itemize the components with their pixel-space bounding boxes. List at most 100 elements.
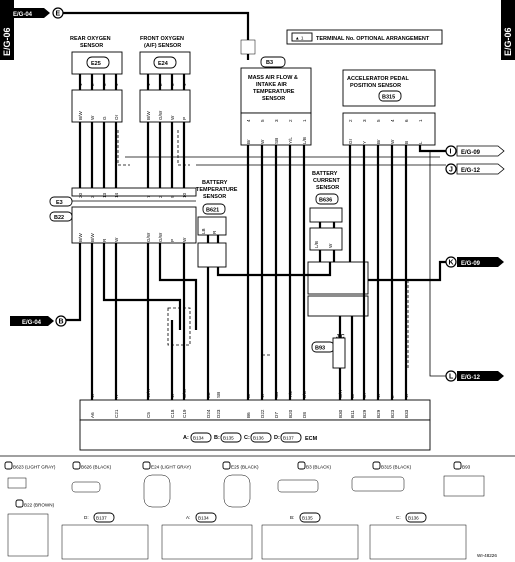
ecm-pin-color: W xyxy=(404,393,409,398)
front-o2-pin-color: G/W xyxy=(158,110,163,120)
front-o2-pin-num: 1 xyxy=(146,83,151,86)
mid-pin-num: 13 xyxy=(102,192,107,198)
wire xyxy=(102,243,182,330)
ecm-pin-term: C21 xyxy=(114,409,119,418)
ecm-pin-term: B29 xyxy=(362,409,367,418)
mid-pin-num: 14 xyxy=(114,192,119,198)
maf-pin-num: 2 xyxy=(288,119,293,122)
app-title-2: POSITION SENSOR xyxy=(350,83,401,89)
ecm-block: WA6RC21W/RC5WC18G/WC19LBD24SBD23BrB6WD22… xyxy=(79,388,431,451)
rear-o2-sensor: REAR OXYGEN SENSOR E25 xyxy=(70,36,123,123)
ref-b-letter: B xyxy=(59,319,64,326)
maf-pin-num: 4 xyxy=(246,119,251,122)
ref-l: L E/G-12 xyxy=(445,370,504,382)
maf-pin-num: 5 xyxy=(260,119,265,122)
rear-o2-title-2: SENSOR xyxy=(80,43,103,49)
ecm-pin-labels: WA6RC21W/RC5WC18G/WC19LBD24SBD23BrB6WD22… xyxy=(90,388,409,418)
app-code: B315 xyxy=(382,95,395,101)
maf-sensor: B3 MASS AIR FLOW & INTAKE AIR TEMPERATUR… xyxy=(240,39,312,146)
app-pin-color: Y xyxy=(362,141,367,144)
mid-pin-color: W xyxy=(182,237,187,242)
front-o2-pin-color: B/W xyxy=(146,111,151,120)
ref-k: K E/G-09 xyxy=(445,256,504,268)
ecm-pin-term: B29 xyxy=(376,409,381,418)
maf-title-3: TEMPERATURE xyxy=(253,89,295,95)
battery-temp-sensor: BATTERY TEMPERATURE SENSOR B621 xyxy=(196,180,238,268)
maf-title-1: MASS AIR FLOW & xyxy=(248,75,298,81)
ref-i-letter: I xyxy=(450,149,452,156)
ref-b-label: E/G-04 xyxy=(22,320,42,326)
ecm-pin-color: SB xyxy=(216,392,221,398)
front-o2-pin-num: 3 xyxy=(170,83,175,86)
front-o2-code: E24 xyxy=(158,61,169,67)
ecm-pin-term: B33 xyxy=(404,409,409,418)
wire xyxy=(117,130,130,166)
side-tab-label: E/G-06 xyxy=(2,27,12,56)
battery-current-sensor: BATTERY CURRENT SENSOR B636 xyxy=(309,171,343,251)
rear-o2-pin-num: 4 xyxy=(114,83,119,86)
front-o2-title-1: FRONT OXYGEN xyxy=(140,36,184,42)
ref-e-label: E/G-04 xyxy=(13,12,33,18)
rear-o2-pin-num: 3 xyxy=(102,83,107,86)
ecm-pin-term: D22 xyxy=(260,409,265,418)
app-sensor: ACCELERATOR PEDAL POSITION SENSOR B315 xyxy=(342,69,436,146)
footer-code: WI-48226 xyxy=(477,553,497,558)
bts-pin-color: R xyxy=(212,230,217,234)
legend-b-label: B: xyxy=(290,515,294,520)
app-pin-num: 1 xyxy=(418,119,423,122)
maf-pin-num: 1 xyxy=(302,119,307,122)
ecm-pin-term: C19 xyxy=(182,409,187,418)
ref-i-label: E/G-09 xyxy=(461,150,481,156)
front-o2-pin-color: W xyxy=(170,115,175,120)
rear-o2-pin-color: Or xyxy=(114,114,119,120)
mid-pin-num: 9 xyxy=(170,195,175,198)
wire xyxy=(158,243,198,330)
bts-title-3: SENSOR xyxy=(203,194,226,200)
ecm-pin-term: B30 xyxy=(338,409,343,418)
mid-pin-num: 2 xyxy=(158,195,163,198)
ecm-pin-term: D7 xyxy=(274,412,279,418)
rear-o2-pin-color: B/W xyxy=(78,111,83,120)
mid-pin-color: W xyxy=(114,237,119,242)
ecm-pin-color: W xyxy=(376,393,381,398)
legend-d-code: B137 xyxy=(96,516,107,521)
ref-k-letter: K xyxy=(449,260,454,267)
legend-b22: B22 (BROWN) xyxy=(24,503,55,508)
maf-pin-color: Y/L xyxy=(288,137,293,144)
ref-i: I E/G-09 xyxy=(445,145,505,157)
bts-pin-color: LB xyxy=(201,228,206,234)
app-pin-num: 5 xyxy=(376,119,381,122)
wire xyxy=(216,262,332,277)
legend-a-label: A: xyxy=(186,515,190,520)
rear-o2-title-1: REAR OXYGEN xyxy=(70,36,111,42)
ecm-pin-color: G/R xyxy=(338,389,343,398)
rear-o2-pin-num: 2 xyxy=(90,83,95,86)
ecm-prefix-b: B: xyxy=(214,435,220,441)
mid-pin-color: R xyxy=(102,238,107,242)
ecm-pin-color: L xyxy=(390,395,395,398)
front-o2-pin-num: 4 xyxy=(182,83,187,86)
ecm-conn-a: B134 xyxy=(193,436,204,441)
maf-pin-color: W xyxy=(260,139,265,144)
app-pin-num: 3 xyxy=(362,119,367,122)
terminal-note: ▲ 1 TERMINAL No. OPTIONAL ARRANGEMENT xyxy=(286,29,443,45)
legend-c-label: C: xyxy=(396,515,401,520)
maf-title-4: SENSOR xyxy=(262,96,285,102)
wire xyxy=(66,243,82,322)
app-title-1: ACCELERATOR PEDAL xyxy=(347,76,409,82)
ecm-conn-b: B135 xyxy=(223,436,234,441)
e3-code: E3 xyxy=(56,200,63,206)
side-tab-label-right: E/G-06 xyxy=(503,27,513,56)
wire-group: B/W1W2G3Or4B/W1G/W2W3P4B/W20B/W3R13W14G/… xyxy=(66,74,446,400)
legend-d-label: D: xyxy=(84,515,89,520)
maf-pin-color: Br xyxy=(246,139,251,144)
ecm-pin-color: Br xyxy=(350,393,355,398)
ecm-pin-color: R xyxy=(114,394,119,398)
app-pin-num: 2 xyxy=(348,119,353,122)
ref-l-label: E/G-12 xyxy=(461,375,481,381)
ecm-conn-c: B136 xyxy=(253,436,264,441)
ecm-pin-color: LB xyxy=(206,392,211,398)
legend-b626: B626 (BLACK) xyxy=(81,465,112,470)
ecm-pin-color: G/W xyxy=(182,388,187,398)
